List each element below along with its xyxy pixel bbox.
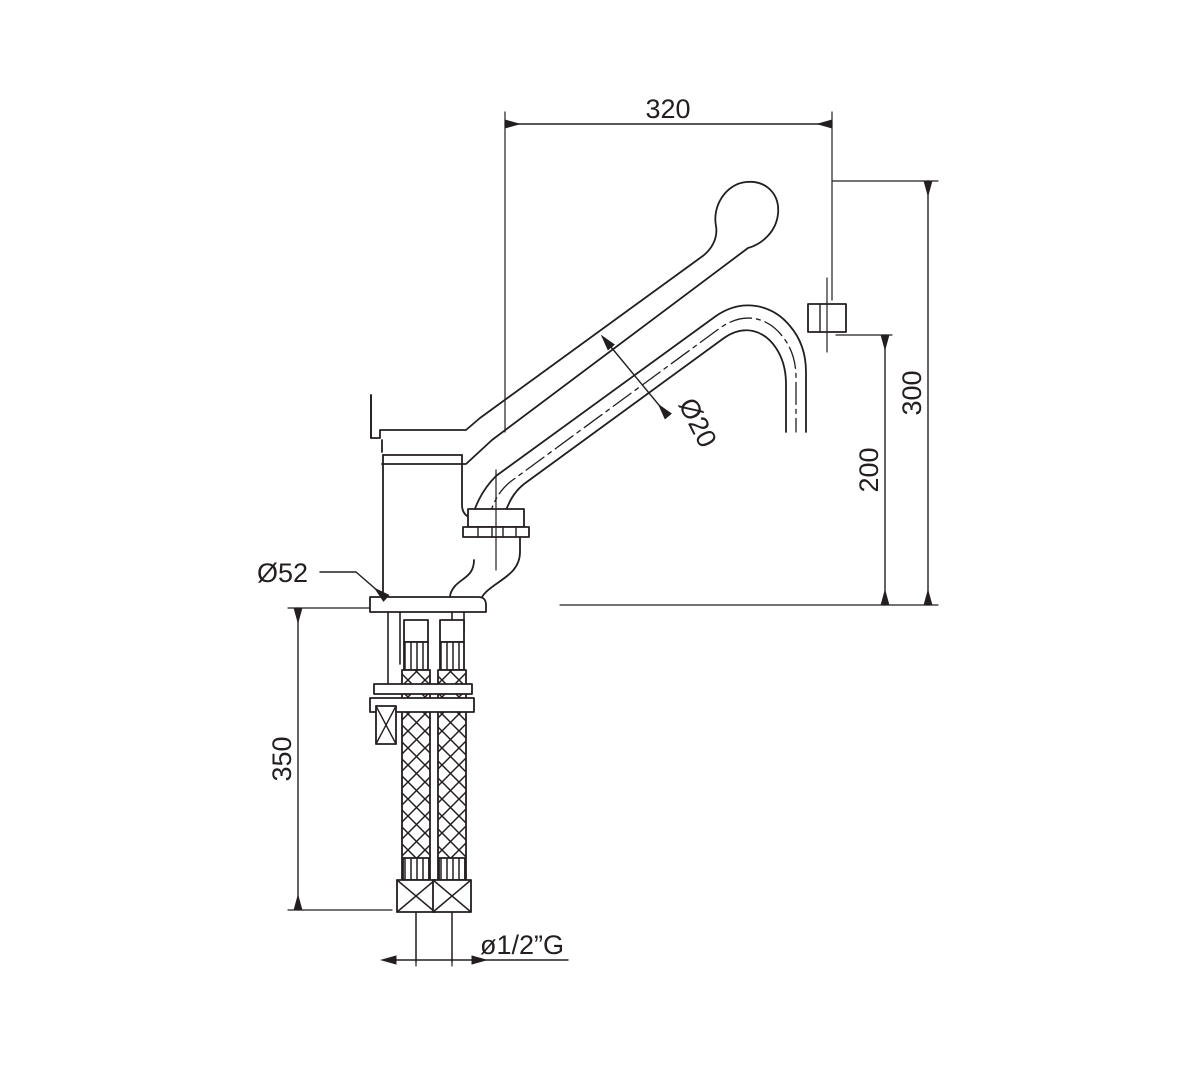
spout-outlet (807, 277, 847, 353)
leader-diameter-20 (600, 334, 673, 420)
lever-handle (370, 181, 779, 465)
hose-right (432, 619, 472, 963)
dimension-label-200: 200 (854, 447, 884, 492)
fixing-plate-upper (373, 683, 473, 695)
spout-tube-outer-wall (467, 304, 807, 533)
body-scurve-outer (479, 532, 521, 604)
dimension-label-inlet-thread: ø1/2”G (480, 930, 564, 960)
base-flange-outline (369, 596, 487, 613)
hose-left (396, 619, 436, 963)
dimension-label-d20: Ø20 (673, 393, 723, 452)
hose-left-nut (396, 879, 436, 913)
hose-right-collar (439, 619, 465, 643)
dimension-label-350: 350 (267, 736, 297, 781)
spout-tube (467, 304, 807, 533)
dimension-350 (287, 607, 393, 911)
hose-right-knurl (439, 641, 465, 671)
spout-tube-centerline (485, 317, 797, 528)
dimension-label-320: 320 (645, 94, 690, 124)
fixing-stud-x2 (375, 705, 397, 745)
spout-tube-inner-wall (501, 329, 787, 523)
hose-left-lower-knurl (402, 857, 430, 881)
lever-handle-outline (370, 181, 779, 465)
body-scurve (449, 559, 475, 598)
dimension-label-d52: Ø52 (257, 558, 308, 588)
hose-left-collar (403, 619, 429, 643)
swivel-joint (462, 469, 530, 571)
leader-line-d20 (600, 334, 673, 420)
fixing-plate (369, 683, 475, 745)
leader-line-d52 (319, 571, 390, 602)
hose-right-lower-knurl (438, 857, 466, 881)
dimension-200 (835, 334, 893, 606)
hose-left-knurl (403, 641, 429, 671)
leader-diameter-52 (319, 571, 390, 602)
cartridge-body (381, 439, 521, 604)
dimension-300 (559, 180, 939, 606)
base-flange (369, 596, 487, 613)
dimension-label-300: 300 (897, 370, 927, 415)
hose-right-nut (432, 879, 472, 913)
dimension-inlet-thread (379, 911, 569, 967)
dimension-320 (504, 111, 833, 433)
